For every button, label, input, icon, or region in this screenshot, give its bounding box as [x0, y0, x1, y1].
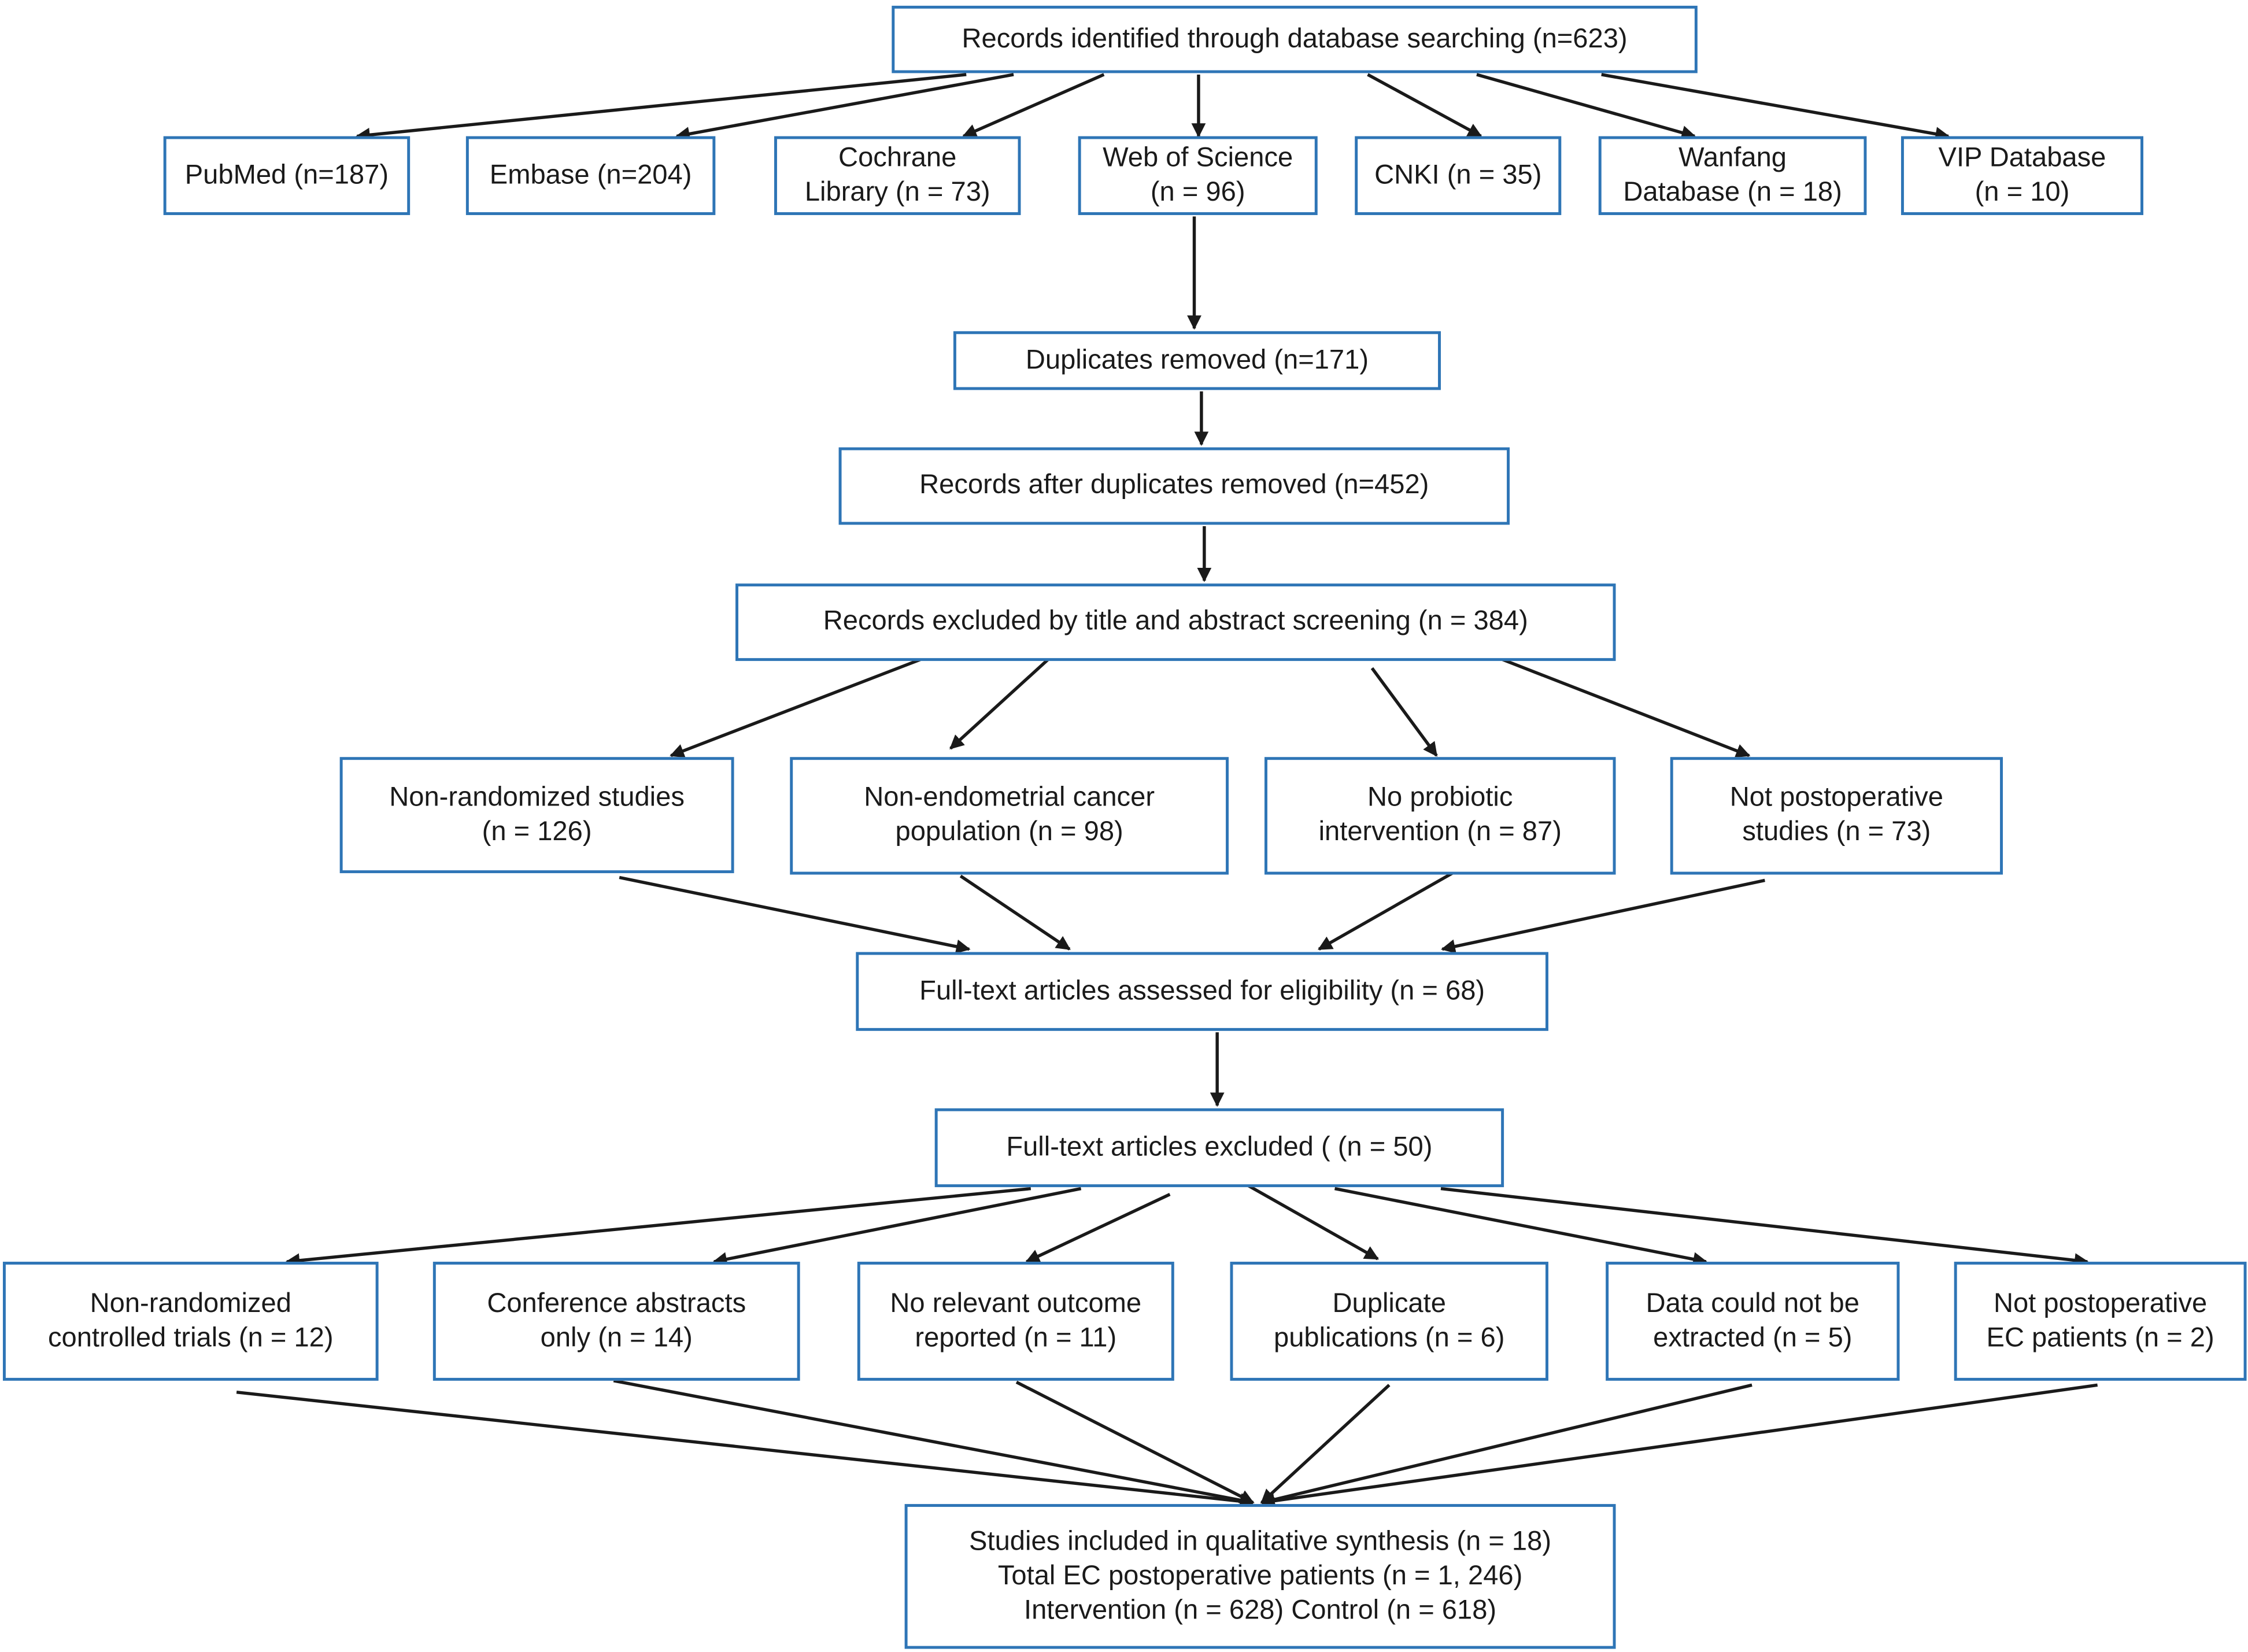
reason-non-endometrial-box: Non-endometrial cancer population (n = 9…: [790, 757, 1229, 875]
exclusion-duplicate-box: Duplicate publications (n = 6): [1230, 1262, 1548, 1381]
database-wos-line-2: (n = 96): [1150, 177, 1245, 208]
studies-included-box: Studies included in qualitative synthesi…: [904, 1504, 1616, 1649]
exclusion-non-rct-line-1: Non-randomized: [90, 1288, 291, 1318]
flow-arrow: [1025, 1193, 1171, 1263]
reason-non-endometrial-line-2: population (n = 98): [895, 817, 1123, 848]
studies-included-line-2: Total EC postoperative patients (n = 1, …: [997, 1561, 1523, 1591]
flow-arrow: [1260, 1384, 1391, 1504]
reason-not-postoperative-box: Not postoperative studies (n = 73): [1670, 757, 2003, 875]
flow-arrow: [1476, 73, 1696, 140]
duplicates-removed-box: Duplicates removed (n=171): [953, 331, 1441, 390]
exclusion-non-rct-line-2: controlled trials (n = 12): [47, 1322, 334, 1353]
exclusion-conference-line-1: Conference abstracts: [487, 1288, 746, 1318]
reason-non-randomized-box: Non-randomized studies (n = 126): [339, 757, 734, 874]
reason-no-probiotic-line-2: intervention (n = 87): [1318, 817, 1562, 848]
exclusion-no-data-box: Data could not be extracted (n = 5): [1606, 1262, 1900, 1381]
exclusion-no-outcome-box: No relevant outcome reported (n = 11): [857, 1262, 1174, 1381]
flow-arrow: [1318, 871, 1454, 951]
title-abstract-excluded-text: Records excluded by title and abstract s…: [823, 606, 1528, 637]
exclusion-no-data-line-2: extracted (n = 5): [1653, 1322, 1853, 1353]
database-embase-box: Embase (n=204): [465, 136, 716, 215]
database-vip-line-1: VIP Database: [1938, 142, 2106, 173]
reason-not-postoperative-line-2: studies (n = 73): [1742, 817, 1931, 848]
flow-arrow: [675, 73, 1014, 141]
flow-arrow: [285, 1187, 1031, 1268]
exclusion-not-postoperative-line-2: EC patients (n = 2): [1986, 1322, 2214, 1353]
reason-non-endometrial-line-1: Non-endometrial cancer: [864, 782, 1155, 813]
reason-not-postoperative-line-1: Not postoperative: [1729, 782, 1943, 813]
flow-arrow: [613, 1379, 1255, 1507]
database-cochrane-line-1: Cochrane: [838, 142, 957, 173]
fulltext-excluded-box: Full-text articles excluded ( (n = 50): [934, 1108, 1504, 1188]
fulltext-assessed-box: Full-text articles assessed for eligibil…: [856, 952, 1548, 1031]
exclusion-duplicate-line-2: publications (n = 6): [1274, 1322, 1505, 1353]
fulltext-assessed-text: Full-text articles assessed for eligibil…: [919, 975, 1485, 1006]
database-wanfang-box: Wanfang Database (n = 18): [1598, 136, 1867, 215]
flow-arrow: [1370, 667, 1438, 757]
flow-arrow: [962, 73, 1105, 138]
exclusion-conference-box: Conference abstracts only (n = 14): [432, 1262, 800, 1381]
studies-included-line-3: Intervention (n = 628) Control (n = 618): [1024, 1595, 1497, 1625]
studies-included-line-1: Studies included in qualitative synthesi…: [969, 1526, 1552, 1557]
exclusion-no-data-line-1: Data could not be: [1646, 1288, 1859, 1318]
flow-arrow: [1334, 1187, 1708, 1266]
records-after-duplicates-box: Records after duplicates removed (n=452): [838, 447, 1510, 525]
flow-arrow: [1245, 1182, 1380, 1261]
reason-no-probiotic-line-1: No probiotic: [1367, 782, 1513, 813]
records-after-duplicates-text: Records after duplicates removed (n=452): [919, 470, 1429, 501]
exclusion-no-outcome-line-1: No relevant outcome: [890, 1288, 1142, 1318]
reason-non-randomized-line-2: (n = 126): [482, 816, 592, 847]
database-pubmed-text: PubMed (n=187): [184, 160, 389, 190]
reason-non-randomized-line-1: Non-randomized studies: [389, 782, 685, 812]
title-abstract-excluded-box: Records excluded by title and abstract s…: [735, 583, 1616, 661]
database-cnki-box: CNKI (n = 35): [1355, 136, 1562, 215]
exclusion-conference-line-2: only (n = 14): [540, 1322, 693, 1353]
flow-arrow: [712, 1187, 1082, 1266]
exclusion-duplicate-line-1: Duplicate: [1332, 1288, 1446, 1318]
exclusion-no-outcome-line-2: reported (n = 11): [915, 1322, 1117, 1353]
records-identified-text: Records identified through database sear…: [962, 23, 1628, 54]
duplicates-removed-text: Duplicates removed (n=171): [1025, 345, 1369, 375]
fulltext-excluded-text: Full-text articles excluded ( (n = 50): [1006, 1132, 1433, 1162]
database-web-of-science-box: Web of Science (n = 96): [1078, 136, 1318, 215]
database-vip-box: VIP Database (n = 10): [1901, 136, 2144, 215]
flow-arrow: [1441, 878, 1765, 953]
database-wanfang-line-1: Wanfang: [1678, 142, 1787, 173]
database-vip-line-2: (n = 10): [1975, 177, 2070, 208]
flow-arrow: [1015, 1380, 1255, 1505]
flow-arrow: [1260, 1383, 2098, 1508]
flow-arrow: [1502, 658, 1751, 758]
database-wanfang-line-2: Database (n = 18): [1623, 177, 1842, 208]
flow-arrow: [949, 658, 1049, 750]
database-cochrane-box: Cochrane Library (n = 73): [774, 136, 1021, 215]
reason-no-probiotic-box: No probiotic intervention (n = 87): [1264, 757, 1616, 875]
flow-arrow: [619, 875, 971, 954]
database-cnki-text: CNKI (n = 35): [1374, 160, 1542, 190]
flow-arrow: [1440, 1187, 2089, 1267]
exclusion-not-postoperative-line-1: Not postoperative: [1993, 1288, 2208, 1318]
flow-arrow: [355, 73, 967, 142]
database-wos-line-1: Web of Science: [1103, 142, 1293, 173]
database-embase-text: Embase (n=204): [489, 160, 692, 190]
flow-arrow: [1367, 73, 1482, 138]
flow-arrow: [1260, 1383, 1752, 1507]
exclusion-not-postoperative-box: Not postoperative EC patients (n = 2): [1954, 1262, 2247, 1381]
flow-arrow: [670, 658, 921, 758]
flow-arrow: [236, 1390, 1255, 1509]
flow-arrow: [1601, 73, 1950, 141]
records-identified-box: Records identified through database sear…: [892, 5, 1698, 73]
flow-arrow: [959, 874, 1071, 951]
database-cochrane-line-2: Library (n = 73): [804, 177, 990, 208]
database-pubmed-box: PubMed (n=187): [163, 136, 411, 215]
exclusion-non-rct-box: Non-randomized controlled trials (n = 12…: [2, 1262, 379, 1381]
